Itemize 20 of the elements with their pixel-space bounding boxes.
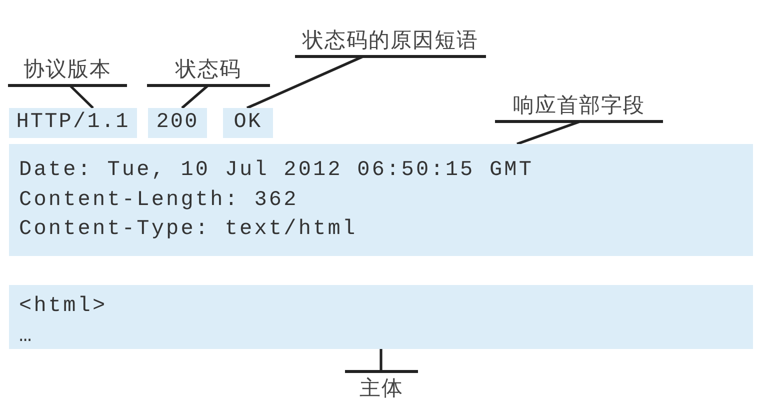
code-segment: HTTP/1.1 bbox=[9, 108, 137, 138]
code-block bbox=[9, 144, 753, 256]
leader-line bbox=[380, 349, 382, 372]
callout-label: 状态码 bbox=[147, 54, 270, 87]
leader-line bbox=[516, 120, 580, 146]
leader-line bbox=[181, 84, 209, 109]
code-segment: OK bbox=[223, 108, 273, 138]
code-line: … bbox=[19, 324, 34, 350]
leader-line bbox=[246, 55, 364, 110]
code-segment: 200 bbox=[148, 108, 207, 138]
callout-label: 协议版本 bbox=[8, 54, 127, 87]
code-line: <html> bbox=[19, 294, 108, 320]
leader-line bbox=[69, 84, 94, 109]
callout-label: 状态码的原因短语 bbox=[295, 25, 486, 58]
code-line: Content-Length: 362 bbox=[19, 188, 298, 214]
code-line: Content-Type: text/html bbox=[19, 217, 358, 243]
code-block bbox=[9, 285, 753, 349]
code-line: Date: Tue, 10 Jul 2012 06:50:15 GMT bbox=[19, 158, 534, 184]
callout-label: 响应首部字段 bbox=[495, 90, 663, 123]
callout-label: 主体 bbox=[345, 370, 418, 403]
